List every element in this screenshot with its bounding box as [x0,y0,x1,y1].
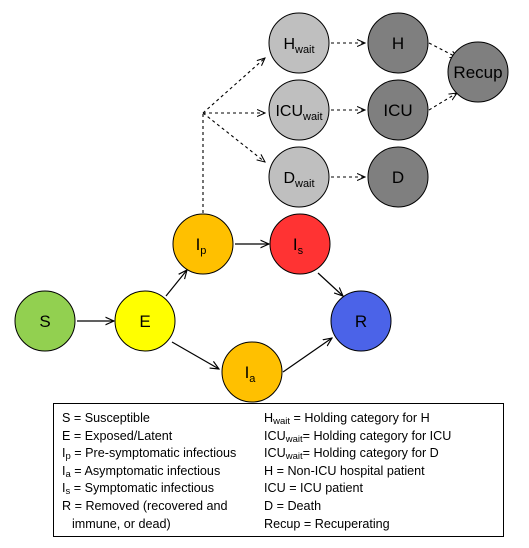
legend-item: R = Removed (recovered and [62,498,228,513]
node-icu: ICU [367,79,429,141]
node-icuwait: ICUwait [268,79,330,141]
svg-text:Hwait: Hwait [283,36,314,56]
svg-text:Recup: Recup [453,63,502,82]
node-ia: Ia [221,341,283,403]
svg-text:E: E [139,312,150,331]
legend: S = Susceptible E = Exposed/Latent Ip = … [53,403,504,537]
svg-text:ICU: ICU [383,101,412,120]
svg-text:ICUwait: ICUwait [275,103,322,123]
dashed-arrow-icu-to-recup [428,93,457,111]
legend-item: Hwait = Holding category for H [264,411,430,427]
legend-right-column: Hwait = Holding category for H ICUwait= … [264,410,500,533]
legend-item: Recup = Recuperating [264,516,390,531]
legend-item-continued: immune, or dead) [72,516,171,531]
svg-text:R: R [355,312,367,331]
dashed-arrow-to-hwait [202,58,265,114]
svg-text:Ip: Ip [196,235,207,257]
svg-text:H: H [392,34,404,53]
node-hwait: Hwait [268,12,330,74]
legend-left-column: S = Susceptible E = Exposed/Latent Ip = … [62,410,262,533]
arrow-e-to-ip [165,270,187,297]
legend-item: Is = Symptomatic infectious [62,481,215,498]
node-h: H [367,12,429,74]
legend-item: D = Death [264,498,322,513]
svg-text:Dwait: Dwait [283,170,314,190]
svg-text:Is: Is [293,235,304,257]
svg-text:S: S [39,312,50,331]
svg-text:D: D [392,168,404,187]
node-ip: Ip [172,213,234,275]
legend-item: ICUwait= Holding category for ICU [264,428,452,445]
legend-item: Ia = Asymptomatic infectious [62,463,221,480]
legend-item: ICU = ICU patient [264,481,364,496]
legend-item: Ip = Pre-symptomatic infectious [62,446,237,463]
node-s: S [14,290,76,352]
node-r: R [330,290,392,352]
arrow-is-to-r [317,272,343,296]
legend-item: E = Exposed/Latent [62,428,173,443]
legend-item: H = Non-ICU hospital patient [264,463,425,478]
dashed-arrow-to-dwait [202,112,265,162]
arrow-ia-to-r [282,338,332,373]
svg-text:Ia: Ia [245,363,257,385]
node-d: D [367,146,429,208]
arrow-e-to-ia [171,341,219,369]
node-recup: Recup [447,41,509,103]
node-dwait: Dwait [268,146,330,208]
node-is: Is [269,213,331,275]
node-e: E [114,290,176,352]
legend-item: S = Susceptible [62,411,150,425]
legend-item: ICUwait= Holding category for D [264,446,439,463]
